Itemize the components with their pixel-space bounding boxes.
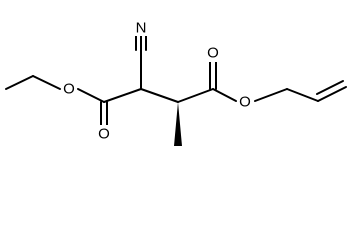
- atom-label-oxygen-left-carbonyl: O: [98, 126, 110, 143]
- bond-o-allyl-ch2: [254, 88, 288, 102]
- bond-allyl-double-b: [316, 80, 344, 95]
- atom-label-oxygen-right-ether: O: [239, 94, 251, 111]
- bond-alpha-stereocenter: [140, 88, 179, 103]
- bond-left-carbonyl-alpha: [103, 88, 142, 103]
- bond-right-carbonyl-o: [212, 88, 237, 102]
- atom-label-oxygen-left-ether: O: [63, 81, 75, 98]
- atom-oxygen-left-ether: O: [61, 81, 77, 98]
- atom-label-nitrogen: N: [136, 20, 147, 37]
- atom-oxygen-right-carbonyl: O: [205, 45, 221, 62]
- bond-ethyl-c1-c2: [5, 75, 34, 90]
- atom-oxygen-right-ether: O: [237, 94, 254, 111]
- stereo-wedge-methyl: [174, 102, 182, 146]
- bond-stereocenter-right-carbonyl: [177, 88, 214, 103]
- bond-ethyl-c2-o: [32, 75, 61, 90]
- atom-label-oxygen-right-carbonyl: O: [207, 45, 219, 62]
- bond-allyl-double-a: [317, 86, 347, 102]
- atom-oxygen-left-carbonyl: O: [96, 125, 112, 143]
- chemical-structure-diagram: N O O O O: [5, 20, 347, 146]
- atom-nitrogen: N: [133, 20, 149, 37]
- bonds: [5, 34, 347, 127]
- atom-labels: N O O O O: [61, 20, 254, 143]
- bond-o-carbonyl-left: [77, 88, 105, 103]
- bond-allyl-ch2-ch: [286, 88, 319, 102]
